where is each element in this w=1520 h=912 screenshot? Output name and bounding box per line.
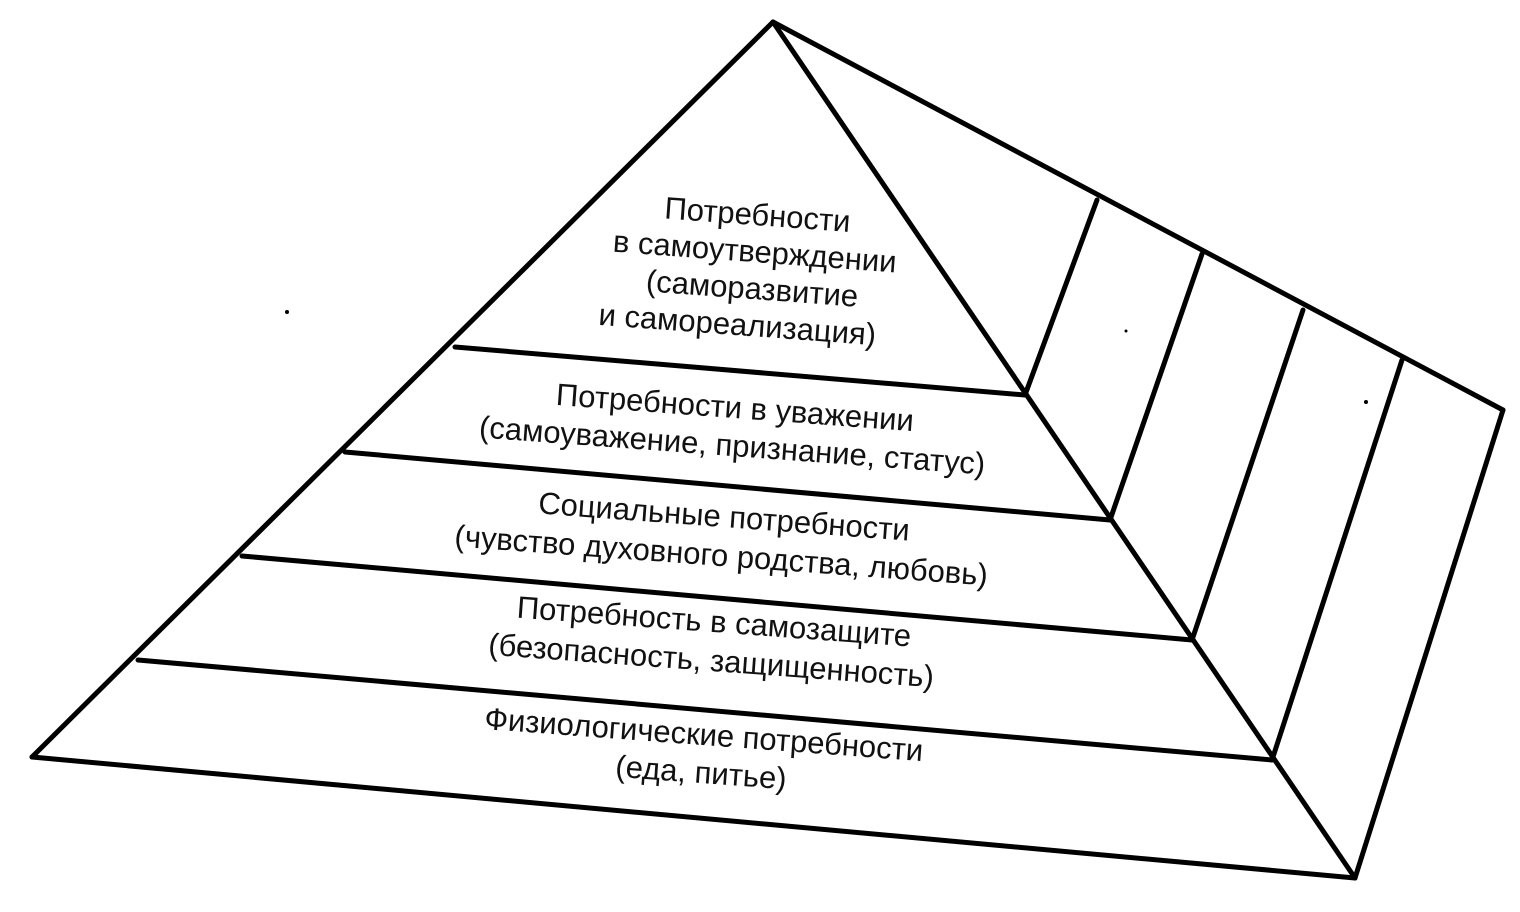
pyramid-base-edge: [29, 754, 1358, 881]
pyramid-side-top-edge: [770, 19, 1506, 413]
level-divider-2: [342, 449, 1113, 523]
scan-speck: [285, 310, 289, 314]
pyramid-side-back-edge: [1352, 407, 1506, 881]
pyramid-front-face: [32, 22, 1355, 878]
scan-speck: [1364, 400, 1368, 404]
side-divider-2: [1107, 251, 1205, 523]
side-divider-4: [1269, 357, 1405, 763]
level-divider-3: [239, 553, 1195, 643]
pyramid-side-face: [773, 22, 1503, 878]
side-divider-1: [1022, 197, 1100, 398]
level-divider-1: [452, 344, 1028, 398]
pyramid-front-left-edge: [29, 19, 776, 760]
side-divider-3: [1189, 307, 1306, 643]
level-divider-4: [135, 657, 1275, 763]
scan-speck: [1124, 329, 1128, 333]
pyramid-front-right-edge: [770, 19, 1358, 881]
